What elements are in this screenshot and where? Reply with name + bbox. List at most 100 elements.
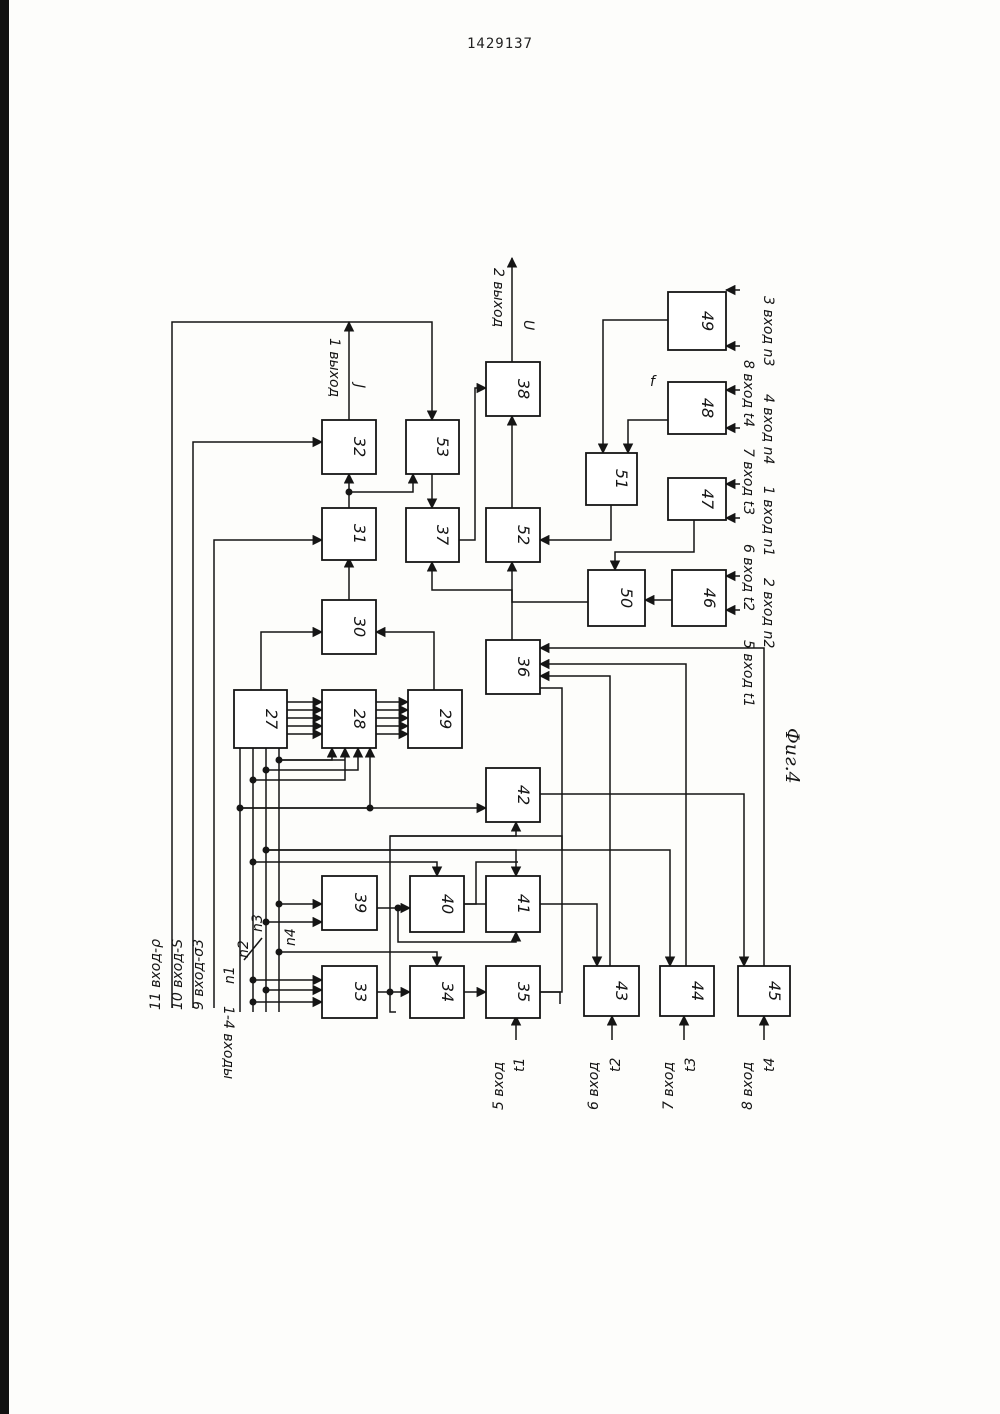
svg-text:51: 51: [612, 469, 631, 489]
figure-caption: Фиг.4: [781, 728, 803, 784]
label-t3: t3: [683, 1058, 699, 1072]
label-n3: n3: [250, 914, 266, 932]
block-43: 43: [584, 966, 639, 1016]
svg-text:45: 45: [765, 981, 784, 1001]
block-30: 30: [322, 600, 376, 654]
svg-text:48: 48: [698, 398, 717, 418]
svg-text:31: 31: [350, 524, 369, 544]
svg-text:28: 28: [350, 709, 369, 729]
block-50: 50: [588, 570, 645, 626]
svg-text:44: 44: [688, 981, 707, 1001]
block-39: 39: [322, 876, 377, 930]
label-in4-n4: 4 вход n4: [760, 394, 776, 464]
label-in5-t1: 5 вход t1: [740, 640, 756, 707]
block-49: 49: [668, 292, 726, 350]
label-n4: n4: [283, 928, 299, 946]
svg-text:53: 53: [433, 437, 452, 457]
svg-text:29: 29: [436, 709, 455, 729]
block-29: 29: [408, 690, 462, 748]
wire-48-51: [628, 420, 668, 453]
svg-text:42: 42: [514, 785, 533, 805]
wire-45-36: [540, 648, 764, 966]
block-31: 31: [322, 508, 376, 560]
block-28: 28: [322, 690, 376, 748]
block-34: 34: [410, 966, 464, 1018]
block-51: 51: [586, 453, 637, 505]
label-n1: n1: [222, 966, 238, 984]
label-in8-t4: 8 вход t4: [740, 360, 756, 427]
wire-37-38: [459, 388, 486, 540]
block-40: 40: [410, 876, 464, 932]
svg-text:27: 27: [262, 709, 281, 730]
wire-27-30: [261, 632, 322, 690]
svg-text:50: 50: [617, 588, 636, 608]
svg-text:39: 39: [351, 893, 370, 913]
block-44: 44: [660, 966, 714, 1016]
label-in5: 5 вход: [491, 1062, 507, 1110]
svg-text:33: 33: [351, 982, 370, 1002]
wire-36-37: [432, 562, 512, 640]
label-in11: 11 вход-ρ: [148, 939, 164, 1010]
block-38: 38: [486, 362, 540, 416]
label-in10: 10 вход-S: [170, 939, 186, 1010]
label-out1-sym: J: [351, 381, 367, 388]
svg-text:36: 36: [514, 657, 533, 677]
svg-text:32: 32: [350, 437, 369, 457]
wire-bus-40: [266, 850, 516, 876]
svg-text:52: 52: [514, 525, 533, 545]
blocks: 27 28 29 30 31 32 33 34 35 36 37 38 39 4…: [234, 292, 790, 1018]
block-48: 48: [668, 382, 726, 434]
wire-3132-53: [349, 474, 413, 492]
label-in8: 8 вход: [740, 1062, 756, 1110]
svg-text:49: 49: [698, 311, 717, 331]
svg-text:35: 35: [514, 982, 533, 1002]
svg-text:41: 41: [514, 894, 533, 914]
label-in2-n2: 2 вход n2: [760, 578, 776, 648]
wire-50-52: [512, 562, 588, 602]
block-41: 41: [486, 876, 540, 932]
label-in1-4: 1-4 входы: [220, 1006, 236, 1079]
label-t4: t4: [762, 1058, 778, 1072]
block-33: 33: [322, 966, 377, 1018]
label-out2-sym: U: [520, 320, 536, 330]
svg-text:30: 30: [350, 617, 369, 637]
block-47: 47: [668, 478, 726, 520]
svg-text:34: 34: [438, 982, 457, 1002]
block-32: 32: [322, 420, 376, 474]
svg-text:40: 40: [438, 894, 457, 914]
block-46: 46: [672, 570, 726, 626]
label-out1: 1 выход: [326, 338, 342, 397]
svg-text:37: 37: [433, 525, 452, 546]
wire-43-36: [540, 676, 610, 966]
block-35: 35: [486, 966, 540, 1018]
wire-35-42: [540, 992, 560, 1004]
label-in6-t2: 6 вход t2: [740, 544, 756, 611]
label-in7-t3: 7 вход t3: [740, 448, 756, 515]
block-53: 53: [406, 420, 459, 474]
block-45: 45: [738, 966, 790, 1016]
block-52: 52: [486, 508, 540, 562]
wire-51-52: [540, 505, 611, 540]
wire-42-45: [540, 794, 744, 966]
wire-in11-53: [172, 322, 432, 1008]
block-37: 37: [406, 508, 459, 562]
label-in9: 9 вход-σ3: [191, 939, 207, 1010]
stray-mark: f: [650, 374, 657, 390]
label-in3-n3: 3 вход n3: [760, 296, 776, 366]
label-t1: t1: [512, 1058, 528, 1072]
svg-text:46: 46: [700, 588, 719, 608]
wire-29-30: [376, 632, 434, 690]
block-42: 42: [486, 768, 540, 822]
label-t2: t2: [608, 1058, 624, 1072]
svg-text:47: 47: [698, 489, 717, 510]
label-in1-n1: 1 вход n1: [760, 486, 776, 556]
wire-47-50: [615, 520, 694, 570]
label-in7: 7 вход: [661, 1062, 677, 1110]
wire-49-51: [603, 320, 668, 453]
block-36: 36: [486, 640, 540, 694]
svg-text:38: 38: [514, 379, 533, 399]
label-out2: 2 выход: [490, 268, 506, 327]
label-in6: 6 вход: [586, 1062, 602, 1110]
block-27: 27: [234, 690, 287, 748]
